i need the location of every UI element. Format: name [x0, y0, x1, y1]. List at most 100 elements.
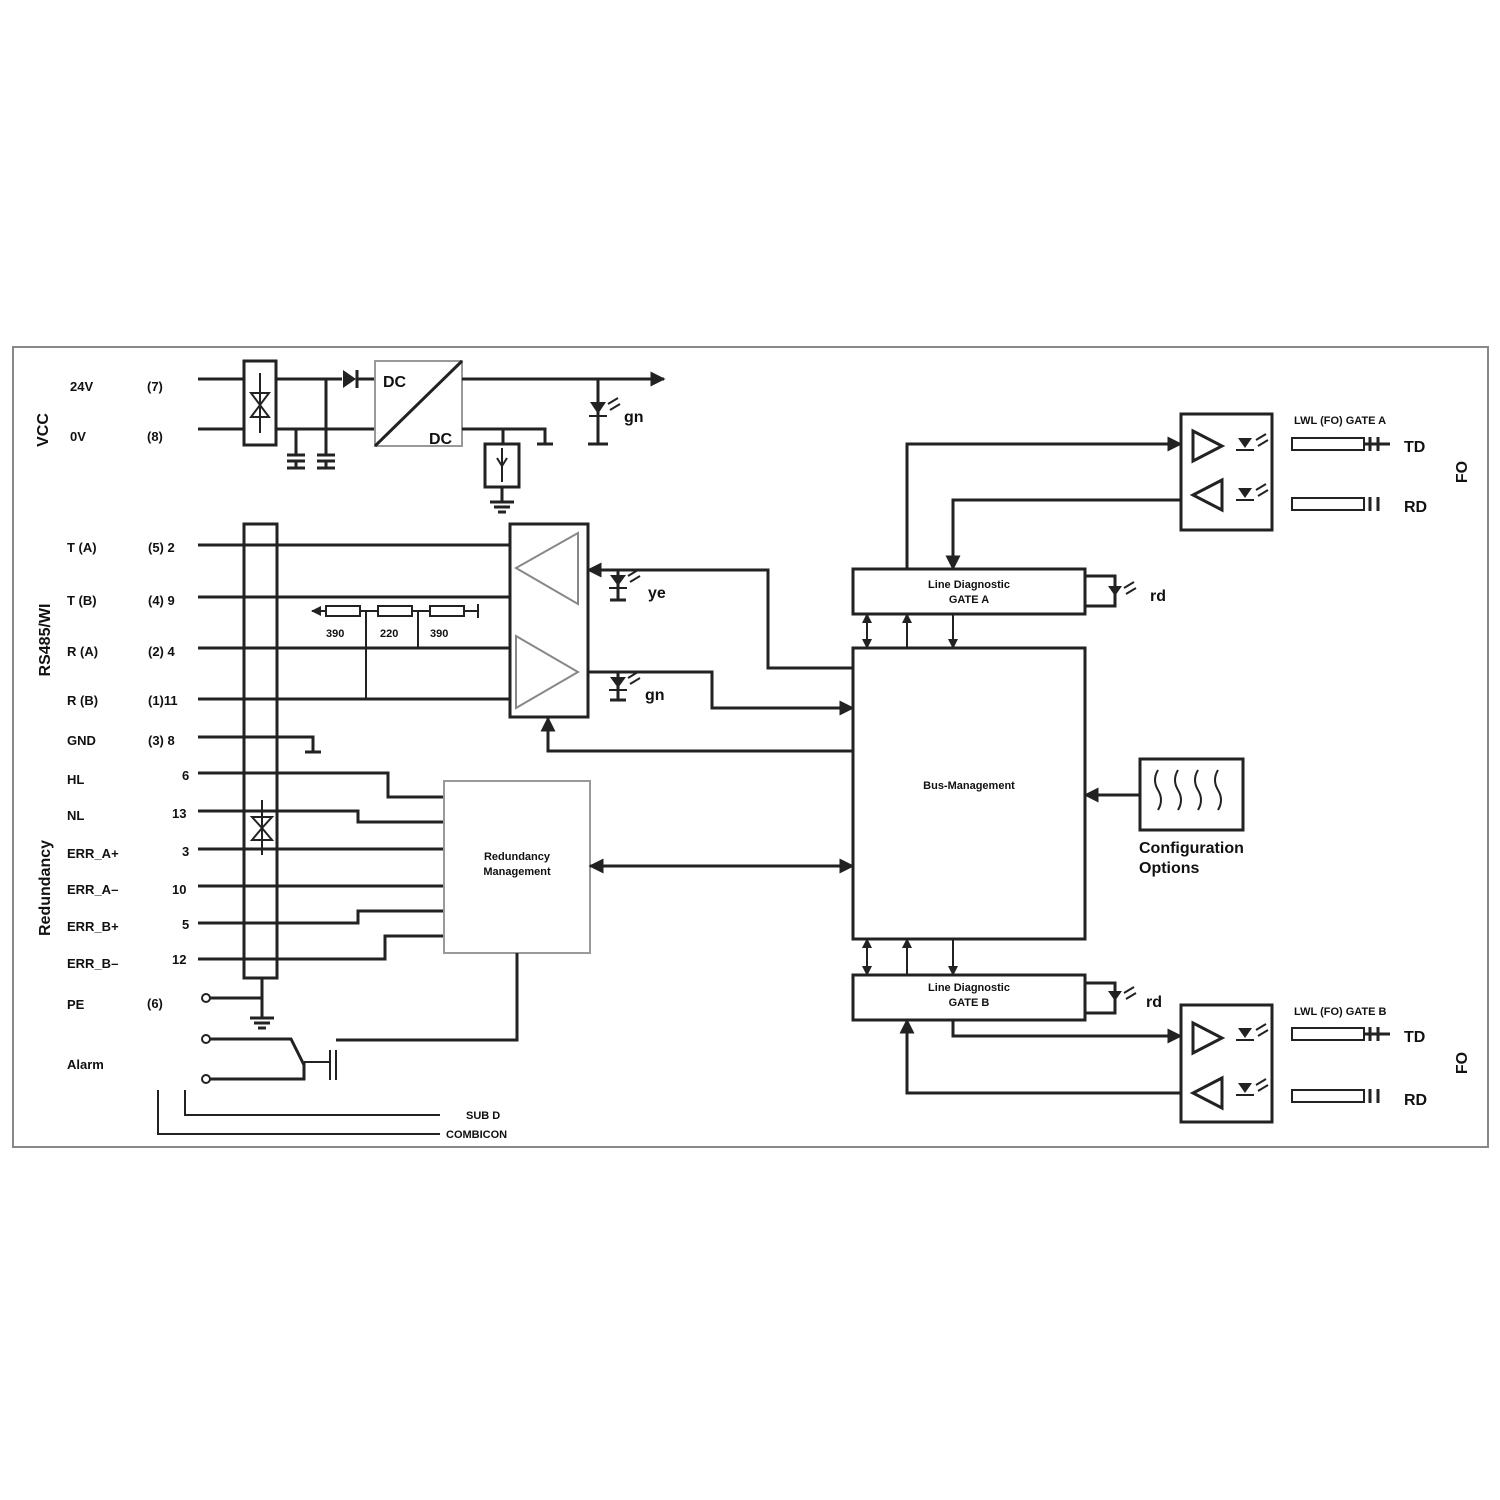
- terminal-errb-minus-name: ERR_B–: [67, 956, 118, 971]
- terminal-pe-pin: (6): [147, 996, 163, 1011]
- alarm-label: Alarm: [67, 1057, 104, 1072]
- terminal-errb-plus-pin: 5: [182, 917, 189, 932]
- alarm-terminal-2: [201, 1074, 211, 1084]
- terminal-gnd-name: GND: [67, 733, 96, 748]
- terminal-tb-name: T (B): [67, 593, 97, 608]
- vcc-protection-block: [242, 359, 278, 447]
- gate-b-rd-connector: [1368, 1089, 1380, 1103]
- config-options-switches: [1138, 757, 1245, 832]
- busbar-protection: [249, 800, 275, 855]
- sub-d-bracket: [184, 1090, 440, 1116]
- fo-bottom-label: FO: [1454, 1052, 1471, 1074]
- combicon-bracket: [157, 1090, 440, 1135]
- fuse-icon: [483, 442, 521, 489]
- capacitor-icon: [287, 429, 305, 470]
- wire-errb-plus: [198, 909, 444, 925]
- pe-ground-wire: [210, 978, 274, 1030]
- direction-control-wire: [540, 716, 853, 753]
- gate-a-td-fiber: [1291, 437, 1365, 451]
- terminal-errb-plus-name: ERR_B+: [67, 919, 119, 934]
- led-icon: [1108, 986, 1137, 1001]
- terminal-gnd-pin: (3) 8: [148, 733, 175, 748]
- pe-terminal: [201, 993, 211, 1003]
- gate-b-title: LWL (FO) GATE B: [1294, 1006, 1387, 1018]
- gate-b-rd-label: RD: [1404, 1092, 1427, 1109]
- bus-management-label: Bus-Management: [923, 780, 1015, 792]
- capacitor-icon: [317, 379, 335, 470]
- redundancy-block-line2: Management: [483, 866, 551, 878]
- terminal-ta-name: T (A): [67, 540, 97, 555]
- rx-led-color: gn: [645, 687, 665, 704]
- tx-led-color: ye: [648, 585, 666, 602]
- gate-a-td-connector: [1364, 437, 1390, 451]
- tx-led-wire: [586, 562, 853, 670]
- gate-b-td-fiber: [1291, 1027, 1365, 1041]
- config-label-line2: Options: [1139, 860, 1200, 877]
- resistor-value-2: 220: [380, 628, 398, 640]
- terminal-0v-pin: (8): [147, 429, 163, 444]
- terminal-rb-pin: (1)11: [148, 693, 178, 708]
- converter-out-label: DC: [429, 431, 453, 448]
- terminal-24v-pin: (7): [147, 379, 163, 394]
- terminal-tb-pin: (4) 9: [148, 593, 175, 608]
- line-diag-b-line2: GATE B: [949, 997, 990, 1009]
- terminal-erra-plus-name: ERR_A+: [67, 846, 119, 861]
- led-icon: [609, 671, 641, 691]
- alarm-terminal-1: [201, 1034, 211, 1044]
- config-label-line1: Configuration: [1139, 840, 1244, 857]
- gate-a-transceiver: [1179, 412, 1274, 532]
- converter-in-label: DC: [383, 374, 407, 391]
- wire-errb-minus: [198, 934, 444, 961]
- redundancy-group-label: Redundancy: [37, 840, 54, 936]
- terminal-nl-pin: 13: [172, 806, 186, 821]
- terminal-bus-bar: [242, 522, 279, 980]
- alarm-relay-contact: [210, 1037, 337, 1081]
- rs485-transceiver: [508, 522, 590, 719]
- wire-hl: [198, 771, 444, 799]
- line-diag-b-line1: Line Diagnostic: [928, 982, 1010, 994]
- resistor-value-3: 390: [430, 628, 448, 640]
- gate-a-rd-wire: [945, 498, 1181, 571]
- resistor-value-1: 390: [326, 628, 344, 640]
- terminal-ra-pin: (2) 4: [148, 644, 176, 659]
- terminal-erra-minus-pin: 10: [172, 882, 186, 897]
- gate-a-td-label: TD: [1404, 439, 1425, 456]
- terminal-errb-minus-pin: 12: [172, 952, 186, 967]
- diag-a-led-color: rd: [1150, 588, 1166, 605]
- terminal-ra-name: R (A): [67, 644, 98, 659]
- wire-nl: [198, 809, 444, 824]
- line-diag-a-line2: GATE A: [949, 594, 989, 606]
- dc-ground-wire: [462, 427, 553, 446]
- terminal-ta-pin: (5) 2: [148, 540, 175, 555]
- gate-b-rd-wire: [899, 1018, 1181, 1095]
- dc-dc-converter: [373, 359, 464, 448]
- combicon-label: COMBICON: [446, 1129, 507, 1141]
- terminal-rb-name: R (B): [67, 693, 98, 708]
- gate-a-rd-connector: [1368, 497, 1380, 511]
- diag-b-led-color: rd: [1146, 994, 1162, 1011]
- gate-a-rd-label: RD: [1404, 499, 1427, 516]
- gate-b-td-label: TD: [1404, 1029, 1425, 1046]
- bus-management-block: [851, 646, 1087, 941]
- line-diagnostic-a-block: [851, 567, 1087, 616]
- wire-gnd: [198, 735, 321, 754]
- fo-top-label: FO: [1454, 461, 1471, 483]
- led-icon: [589, 397, 621, 417]
- ground-icon: [490, 487, 514, 514]
- redundancy-block-line1: Redundancy: [484, 851, 551, 863]
- terminal-nl-name: NL: [67, 808, 84, 823]
- alarm-control-wire: [336, 953, 519, 1042]
- rx-led-wire: [588, 670, 855, 716]
- gate-a-title: LWL (FO) GATE A: [1294, 415, 1386, 427]
- led-icon: [609, 569, 641, 589]
- terminal-hl-pin: 6: [182, 768, 189, 783]
- resistor-network: [312, 604, 479, 699]
- rs485-group-label: RS485/WI: [37, 604, 54, 677]
- vcc-group-label: VCC: [35, 413, 52, 447]
- terminal-0v-name: 0V: [70, 429, 86, 444]
- gate-b-transceiver: [1179, 1003, 1274, 1124]
- gate-b-td-connector: [1364, 1027, 1390, 1041]
- led-icon: [1108, 581, 1137, 596]
- gate-b-rd-fiber: [1291, 1089, 1365, 1103]
